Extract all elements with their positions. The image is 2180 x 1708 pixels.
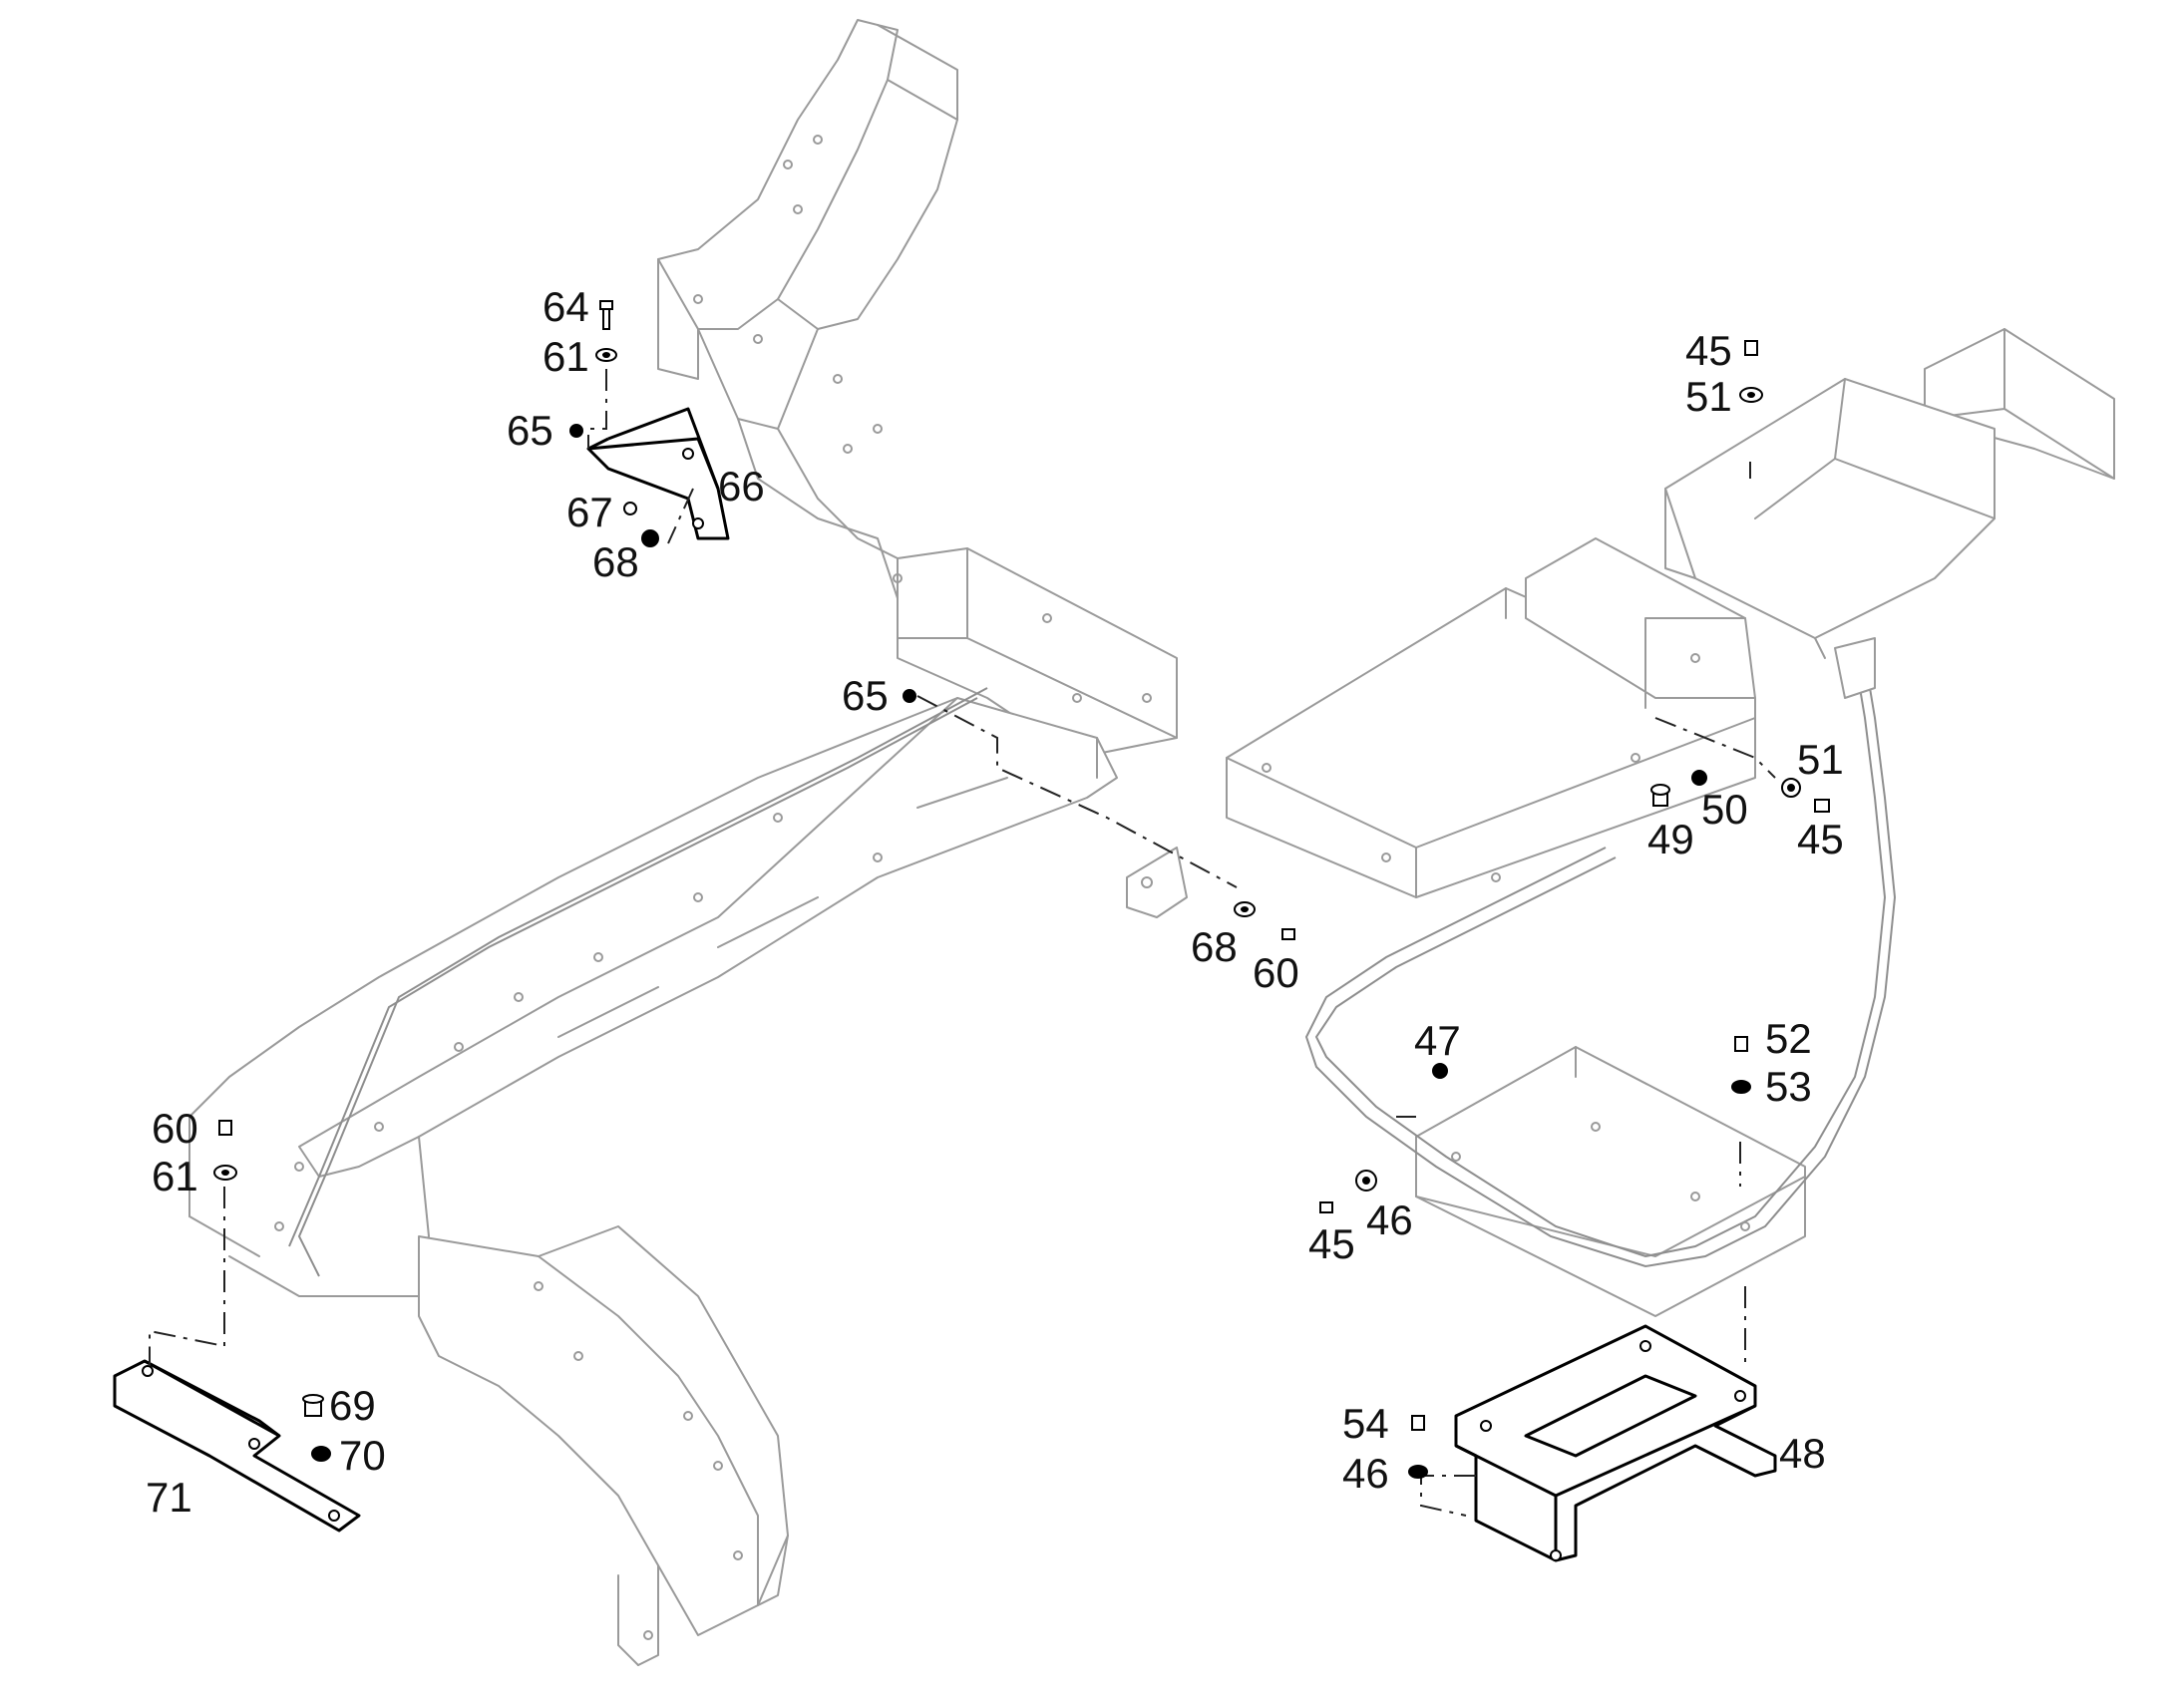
callout-68: 68	[1191, 923, 1238, 970]
leader-lines	[149, 369, 1776, 1517]
screw-icon-45c	[1319, 1201, 1333, 1213]
nut-icon-68a	[641, 529, 659, 547]
nut-icon-65a	[569, 424, 583, 438]
bolt-icon-45b	[1814, 799, 1830, 813]
callout-54: 54	[1342, 1400, 1389, 1447]
callout-51: 51	[1797, 736, 1844, 783]
callout-45: 45	[1797, 816, 1844, 862]
washer-icon-46a	[1355, 1170, 1377, 1192]
callout-48: 48	[1779, 1430, 1826, 1477]
callout-49: 49	[1647, 816, 1694, 862]
callout-66: 66	[718, 463, 765, 510]
nut-icon-50	[1691, 770, 1707, 786]
bolt-icon-64	[599, 300, 613, 330]
callout-65: 65	[507, 407, 553, 454]
screw-icon-67	[623, 502, 637, 515]
washer-icon-51b	[1781, 778, 1801, 798]
callout-46: 46	[1342, 1450, 1389, 1497]
callout-45: 45	[1308, 1220, 1355, 1267]
callout-50: 50	[1701, 786, 1748, 833]
left-duct-assembly	[188, 19, 1188, 1666]
hardware-items	[213, 300, 1830, 1479]
callout-71: 71	[146, 1474, 192, 1521]
nut-icon-47	[1432, 1063, 1448, 1079]
bolt-icon-52	[1734, 1036, 1748, 1052]
callout-labels: 64 61 65 66 67 68 65 68 60 60 61 69 70 7…	[146, 283, 1844, 1521]
callout-53: 53	[1765, 1063, 1812, 1110]
washer-icon-53	[1731, 1080, 1751, 1094]
washer-icon-68b	[1234, 901, 1256, 917]
callout-65: 65	[842, 672, 889, 719]
nut-icon-70	[311, 1446, 331, 1462]
washer-icon-51a	[1739, 387, 1763, 403]
right-duct-assembly	[1226, 328, 2115, 1317]
callout-47: 47	[1414, 1017, 1461, 1064]
washer-icon-46b	[1408, 1465, 1428, 1479]
callout-45: 45	[1685, 327, 1732, 374]
callout-51: 51	[1685, 373, 1732, 420]
nut-icon-65b	[903, 689, 916, 703]
washer-icon-61b	[213, 1165, 237, 1181]
part-66-bracket	[586, 407, 730, 540]
bolt-icon-60a	[218, 1120, 232, 1136]
callout-70: 70	[339, 1432, 386, 1479]
callout-67: 67	[566, 489, 613, 535]
callout-61: 61	[152, 1153, 198, 1199]
bolt-icon-49	[1650, 784, 1670, 807]
bolt-icon-54	[1411, 1415, 1425, 1431]
callout-69: 69	[329, 1382, 376, 1429]
callout-60: 60	[1253, 949, 1299, 996]
part-48-frame-bracket	[1454, 1324, 1777, 1562]
plug-icon-69	[302, 1394, 324, 1417]
part-71-bracket	[113, 1359, 361, 1533]
bolt-icon-45a	[1744, 340, 1758, 356]
callout-68: 68	[592, 538, 639, 585]
washer-icon-61a	[595, 348, 617, 362]
callout-64: 64	[543, 283, 589, 330]
callout-60: 60	[152, 1105, 198, 1152]
screw-icon-60b	[1281, 928, 1295, 940]
callout-52: 52	[1765, 1015, 1812, 1062]
callout-61: 61	[543, 333, 589, 380]
callout-46: 46	[1366, 1196, 1413, 1243]
